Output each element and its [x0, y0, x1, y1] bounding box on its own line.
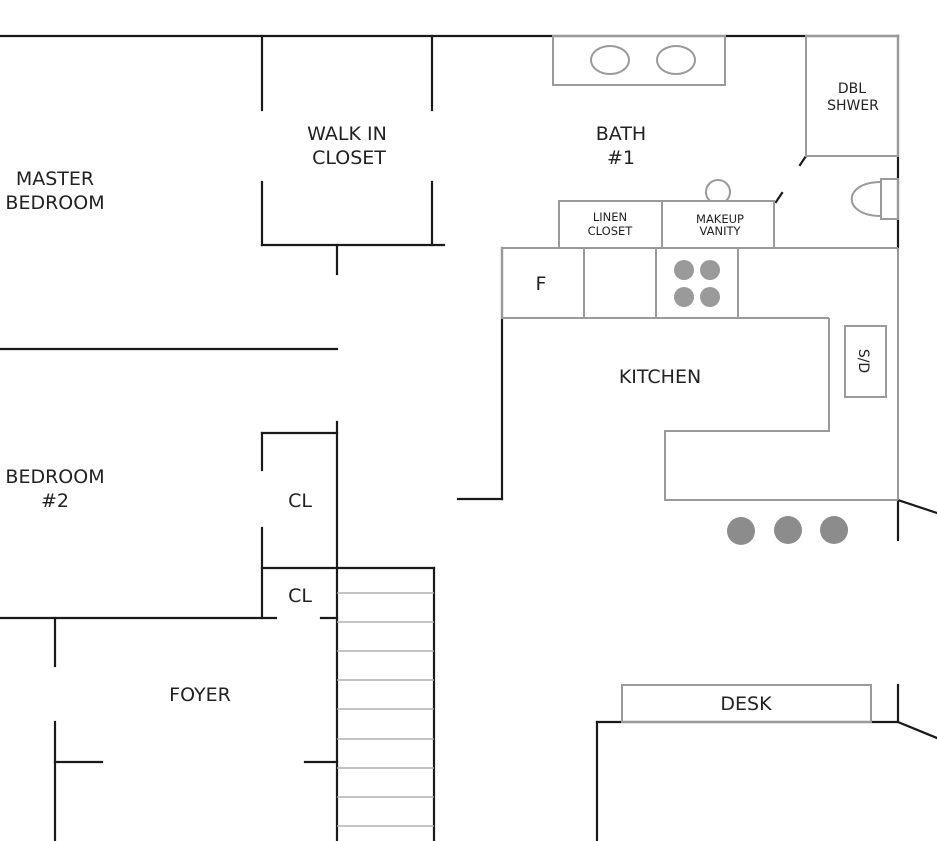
closet-upper-label: CL: [288, 490, 312, 512]
master-bedroom-label-line2: BEDROOM: [5, 192, 104, 214]
walk-in-closet-label-line1: WALK IN: [307, 123, 387, 145]
burner-icon: [700, 287, 720, 307]
shower-outline: [805, 35, 899, 157]
bedroom2-label-line2: #2: [41, 490, 69, 512]
bath-label-line2: #1: [607, 147, 635, 169]
desk-outline: [621, 684, 872, 723]
burner-icon: [700, 260, 720, 280]
fixtures: [501, 35, 899, 723]
walk-in-closet-label-line2: CLOSET: [312, 147, 386, 169]
bar-stool-icon: [727, 517, 755, 545]
makeup-vanity-outline: [661, 200, 775, 249]
toilet-tank-icon: [880, 178, 899, 220]
kitchen-island: [664, 318, 898, 501]
linen-closet-label-line1: LINEN: [593, 210, 627, 224]
bath-sink-counter: [552, 35, 726, 86]
desk-label: DESK: [720, 693, 772, 715]
closet-lower-label: CL: [288, 585, 312, 607]
bath-label-line1: BATH: [596, 123, 646, 145]
cooktop-outline: [655, 247, 739, 319]
toilet-bowl-icon: [850, 181, 882, 217]
makeup-vanity-label-line1: MAKEUP: [696, 212, 744, 226]
bedroom2-label-line1: BEDROOM: [5, 466, 104, 488]
shower-label-line2: SHWER: [827, 98, 879, 114]
fridge-outline: [501, 247, 585, 319]
burner-icon: [674, 260, 694, 280]
sink-right-icon: [656, 45, 696, 75]
sd-outline: [844, 325, 887, 398]
bar-stool-icon: [820, 516, 848, 544]
fridge-label: F: [536, 273, 547, 295]
kitchen-label: KITCHEN: [619, 366, 701, 388]
foyer-label: FOYER: [169, 684, 231, 706]
walls: [0, 34, 937, 841]
makeup-vanity-label-line2: VANITY: [699, 224, 741, 238]
sink-left-icon: [590, 45, 630, 75]
staircase: [337, 592, 434, 827]
master-bedroom-label-line1: MASTER: [16, 168, 94, 190]
bar-stool-icon: [774, 516, 802, 544]
linen-closet-label-line2: CLOSET: [588, 224, 634, 238]
shower-label-line1: DBL: [838, 81, 866, 97]
room-labels: MASTER BEDROOM WALK IN CLOSET BATH #1 DB…: [5, 81, 879, 715]
sd-label: S/D: [855, 349, 871, 373]
burner-icon: [674, 287, 694, 307]
linen-closet-outline: [558, 200, 663, 249]
